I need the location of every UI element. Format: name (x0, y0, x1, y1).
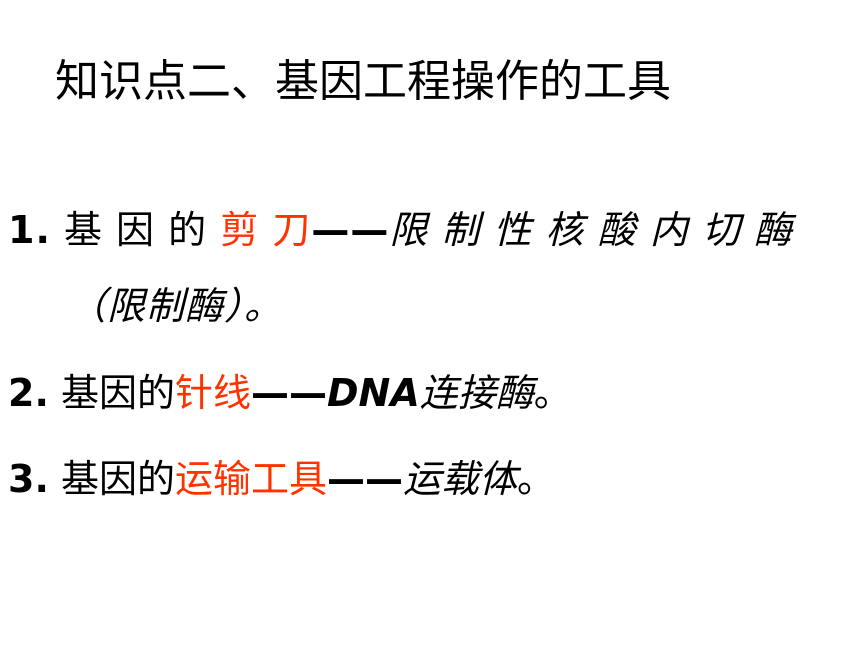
item-2-definition-abbrev: DNA (327, 371, 420, 415)
item-1-highlight: 剪 刀 (220, 208, 312, 252)
item-3-prefix: 基因的 (48, 457, 175, 501)
item-2-definition: 连接酶 (419, 371, 534, 415)
item-1-definition: 限 制 性 核 酸 内 切 酶 (389, 208, 793, 252)
item-1-number: 1. (8, 208, 51, 252)
item-2-highlight: 针线 (174, 371, 251, 415)
item-3-dash: —— (327, 457, 403, 501)
item-3-definition: 运载体 (403, 457, 518, 501)
item-3-highlight: 运输工具 (174, 457, 327, 501)
item-1-prefix: 基 因 的 (50, 208, 221, 252)
item-1-continuation: （限制酶）。 (68, 284, 284, 328)
item-3-number: 3. (8, 457, 49, 501)
item-2-end: 。 (533, 371, 572, 415)
item-2-prefix: 基因的 (48, 371, 175, 415)
list-item-1: 1. 基 因 的 剪 刀——限 制 性 核 酸 内 切 酶 (8, 207, 793, 253)
item-3-end: 。 (517, 457, 556, 501)
item-1-dash: —— (311, 208, 390, 252)
item-2-dash: —— (251, 371, 327, 415)
slide-title: 知识点二、基因工程操作的工具 (55, 56, 671, 107)
list-item-3: 3. 基因的运输工具——运载体。 (8, 456, 555, 502)
item-2-number: 2. (8, 371, 49, 415)
list-item-2: 2. 基因的针线——DNA连接酶。 (8, 370, 572, 416)
